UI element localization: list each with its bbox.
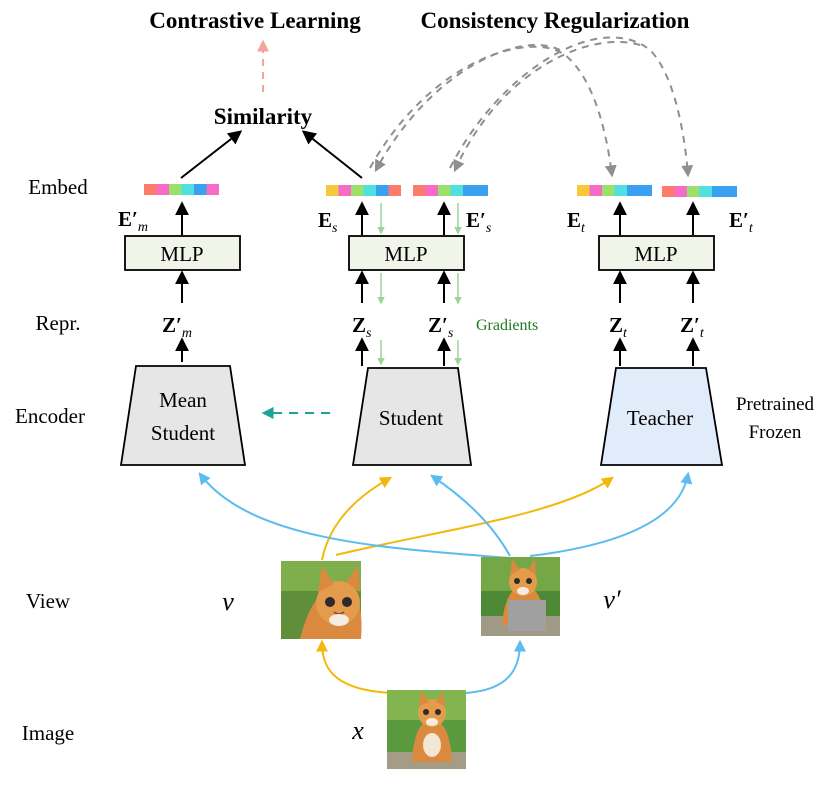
row-label-encoder: Encoder (15, 404, 85, 428)
embed-cell (144, 184, 157, 195)
gradients-label: Gradients (476, 317, 538, 334)
embed-cell (438, 185, 451, 196)
label-et: Et (567, 208, 586, 236)
teacher-encoder (599, 367, 724, 466)
label-em-prime: E′m (118, 207, 148, 235)
embed-cell (450, 185, 463, 196)
label-es-prime: E′s (466, 208, 492, 236)
mlp-label-mean-student: MLP (160, 242, 203, 266)
label-et-prime: E′t (729, 208, 754, 236)
arrow-v-to-teacher (335, 476, 614, 556)
embed-cell (724, 186, 737, 197)
consistency-arc-et-prime-to-es-prime (453, 40, 641, 173)
embed-cell (639, 185, 652, 196)
embed-cell (687, 186, 700, 197)
consistency-regularization-title: Consistency Regularization (421, 8, 690, 33)
embed-cell (363, 185, 376, 196)
embed-cell (206, 184, 219, 195)
mlp-box-teacher (598, 235, 715, 271)
embed-cell (376, 185, 389, 196)
label-zt: Zt (609, 313, 628, 341)
embed-cell (181, 184, 194, 195)
embed-cell (674, 186, 687, 197)
arrow-x-to-v (316, 639, 393, 694)
consistency-arc-et-to-es (374, 44, 561, 173)
embed-cell (589, 185, 602, 196)
mean-student-encoder (119, 365, 247, 466)
mask-patch (508, 600, 546, 631)
student-encoder (351, 367, 473, 466)
embed-bar-et-prime (662, 186, 737, 197)
similarity-label: Similarity (214, 104, 313, 129)
teacher-note-line1: Pretrained (736, 394, 815, 415)
row-label-repr: Repr. (36, 311, 81, 335)
embed-cell (475, 185, 488, 196)
label-zs-prime: Z′s (428, 313, 454, 341)
mlp-box-mean-student (124, 235, 241, 271)
arrow-vprime-to-mean-student (198, 472, 511, 559)
embed-cell (413, 185, 426, 196)
embed-cell (338, 185, 351, 196)
arrow-v-to-student (321, 476, 393, 561)
consistency-arc-es-to-et (369, 45, 617, 178)
row-label-embed: Embed (28, 175, 88, 199)
embed-cell (463, 185, 476, 196)
arrow-vprime-to-student (430, 474, 511, 557)
embed-cell (577, 185, 590, 196)
embed-cell (614, 185, 627, 196)
embed-bar-es-prime (413, 185, 488, 196)
embed-cell (351, 185, 364, 196)
embed-cell (602, 185, 615, 196)
view-vprime-label: v′ (603, 585, 621, 614)
teacher-note-line2: Frozen (749, 422, 802, 443)
consistency-arc-es-prime-to-et-prime (449, 36, 694, 178)
view-v-label: v (222, 587, 234, 616)
mean-student-label-line1: Mean (159, 388, 207, 412)
mlp-label-student: MLP (384, 242, 427, 266)
arrow-es-to-similarity (301, 130, 363, 179)
embed-cell (326, 185, 339, 196)
image-x-label: x (351, 716, 364, 745)
embed-cell (156, 184, 169, 195)
embed-cell (194, 184, 207, 195)
embed-cell (662, 186, 675, 197)
row-label-image: Image (22, 721, 74, 745)
label-zt-prime: Z′t (680, 313, 705, 341)
view-vprime-image (481, 557, 560, 636)
contrastive-learning-title: Contrastive Learning (149, 8, 361, 33)
embed-cell (712, 186, 725, 197)
embed-bar-es (326, 185, 401, 196)
embed-cell (699, 186, 712, 197)
mlp-label-teacher: MLP (634, 242, 677, 266)
embed-bar-em-prime (144, 184, 219, 195)
row-label-view: View (26, 589, 71, 613)
embed-cell (425, 185, 438, 196)
student-label: Student (379, 406, 443, 430)
embed-bar-et (577, 185, 652, 196)
mlp-box-student (348, 235, 465, 271)
arrow-vprime-to-teacher (529, 471, 693, 557)
image-x (387, 690, 466, 769)
arrow-x-to-vprime (464, 639, 526, 694)
label-zm-prime: Z′m (162, 313, 192, 341)
embed-cell (627, 185, 640, 196)
label-zs: Zs (352, 313, 372, 341)
label-es: Es (318, 208, 338, 236)
teacher-label: Teacher (627, 406, 693, 430)
arrow-em-to-similarity (180, 130, 243, 179)
mean-student-label-line2: Student (151, 421, 215, 445)
embed-cell (169, 184, 182, 195)
view-v-image (281, 561, 362, 639)
embed-cell (388, 185, 401, 196)
